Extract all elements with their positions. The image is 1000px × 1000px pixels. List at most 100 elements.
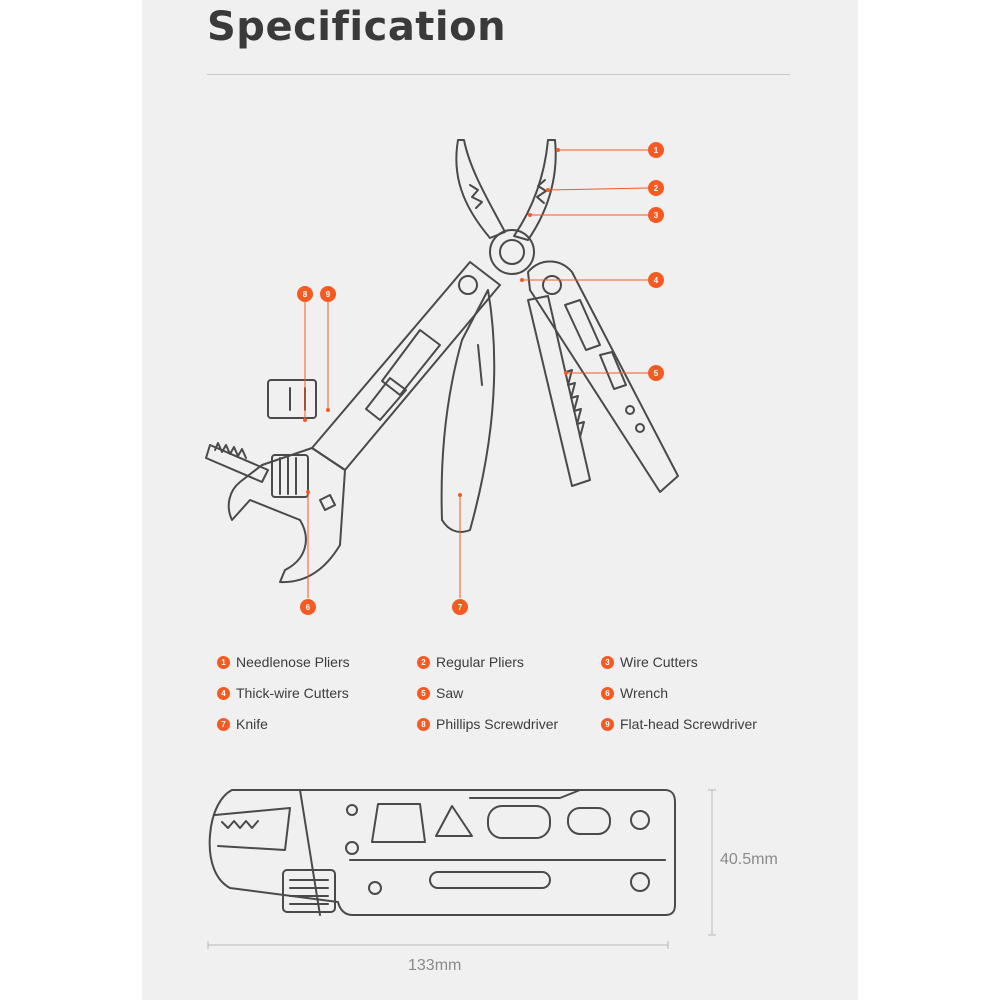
closed-cutout-3 [487, 805, 551, 839]
legend-badge-9: 9 [601, 717, 614, 731]
dot-2 [546, 188, 550, 192]
closed-tool-drawing [208, 789, 676, 916]
wrench-rack [205, 444, 269, 483]
legend-badge-6: 6 [601, 686, 614, 700]
legend-label-4: Thick-wire Cutters [236, 685, 349, 701]
legend-label-8: Phillips Screwdriver [436, 716, 559, 732]
legend-badge-8: 8 [417, 717, 430, 731]
plier-teeth-right [536, 179, 547, 204]
right-handle-cutout-2 [599, 351, 627, 390]
marker-3: 3 [654, 211, 659, 220]
closed-screw-bottom [630, 872, 650, 892]
closed-wrench-teeth [221, 820, 259, 829]
marker-3-circle [648, 207, 664, 223]
wrench-thumbwheel [271, 454, 309, 498]
plier-jaw-left [455, 139, 506, 239]
legend-item-7: 7 Knife [217, 714, 268, 734]
marker-4-circle [648, 272, 664, 288]
marker-8: 8 [303, 290, 308, 299]
dot-9 [326, 408, 330, 412]
plier-jaw-right [513, 139, 557, 241]
right-handle-cutout-1 [564, 299, 601, 351]
legend-item-3: 3 Wire Cutters [601, 652, 698, 672]
saw-teeth [565, 369, 585, 438]
marker-5: 5 [654, 369, 659, 378]
marker-9-circle [320, 286, 336, 302]
legend-badge-3: 3 [601, 655, 614, 669]
marker-2-circle [648, 180, 664, 196]
closed-cutout-2 [435, 805, 473, 837]
closed-hole-3 [368, 881, 382, 895]
closed-blade-line [469, 789, 581, 799]
closed-cutout-4 [567, 807, 611, 835]
marker-7: 7 [458, 603, 463, 612]
screwdriver-bit-lines [289, 387, 306, 411]
legend-label-1: Needlenose Pliers [236, 654, 350, 670]
length-dimension-ticks [207, 941, 669, 949]
legend-item-2: 2 Regular Pliers [417, 652, 524, 672]
plier-teeth-left [469, 184, 483, 209]
legend-badge-4: 4 [217, 686, 230, 700]
closed-thumbwheel [282, 869, 336, 913]
callout-leaders [304, 149, 649, 598]
legend-badge-2: 2 [417, 655, 430, 669]
marker-7-circle [452, 599, 468, 615]
legend-item-6: 6 Wrench [601, 683, 668, 703]
right-handle-hole-2 [635, 423, 645, 433]
closed-hole-1 [346, 804, 358, 816]
legend-badge-5: 5 [417, 686, 430, 700]
callout-dots [303, 148, 568, 497]
dot-1 [556, 148, 560, 152]
saw-blade [527, 295, 591, 487]
legend-item-9: 9 Flat-head Screwdriver [601, 714, 757, 734]
marker-2: 2 [654, 184, 659, 193]
legend-label-3: Wire Cutters [620, 654, 698, 670]
legend-label-6: Wrench [620, 685, 668, 701]
title-divider [207, 74, 790, 75]
legend-badge-7: 7 [217, 717, 230, 731]
dot-3 [528, 213, 532, 217]
marker-8-circle [297, 286, 313, 302]
dot-8 [303, 418, 307, 422]
spec-panel [142, 0, 858, 1000]
page-title: Specification [207, 4, 507, 50]
dot-7 [458, 493, 462, 497]
right-handle-hole-1 [625, 405, 635, 415]
screwdriver-bits [267, 379, 317, 419]
closed-tool-outline [208, 789, 676, 916]
marker-1-circle [648, 142, 664, 158]
marker-9: 9 [326, 290, 331, 299]
length-dimension-label: 133mm [408, 957, 462, 974]
wrench-thumbwheel-ridges [279, 457, 297, 495]
marker-6-circle [300, 599, 316, 615]
marker-5-circle [648, 365, 664, 381]
legend-item-4: 4 Thick-wire Cutters [217, 683, 349, 703]
legend-item-1: 1 Needlenose Pliers [217, 652, 350, 672]
wrench-head [227, 447, 346, 584]
closed-screw-top [630, 810, 650, 830]
dot-6 [306, 490, 310, 494]
legend-label-2: Regular Pliers [436, 654, 524, 670]
knife-detail [477, 344, 483, 386]
dot-5 [564, 371, 568, 375]
legend-item-8: 8 Phillips Screwdriver [417, 714, 558, 734]
dimension-lines [207, 789, 716, 949]
pivot-outer [489, 229, 535, 275]
closed-hole-2 [345, 841, 359, 855]
marker-4: 4 [654, 276, 659, 285]
closed-cutout-1 [371, 803, 426, 843]
closed-thumbwheel-ridges [289, 879, 329, 905]
left-handle-cutout-1 [381, 329, 441, 396]
right-handle [527, 260, 679, 493]
legend-label-5: Saw [436, 685, 464, 701]
left-handle-screw [458, 275, 478, 295]
wrench-rack-teeth [214, 442, 247, 459]
legend-label-9: Flat-head Screwdriver [620, 716, 757, 732]
legend-badge-1: 1 [217, 655, 230, 669]
right-handle-screw [542, 275, 562, 295]
closed-wrench-jaw [214, 807, 291, 851]
legend-item-5: 5 Saw [417, 683, 463, 703]
legend-label-7: Knife [236, 716, 268, 732]
